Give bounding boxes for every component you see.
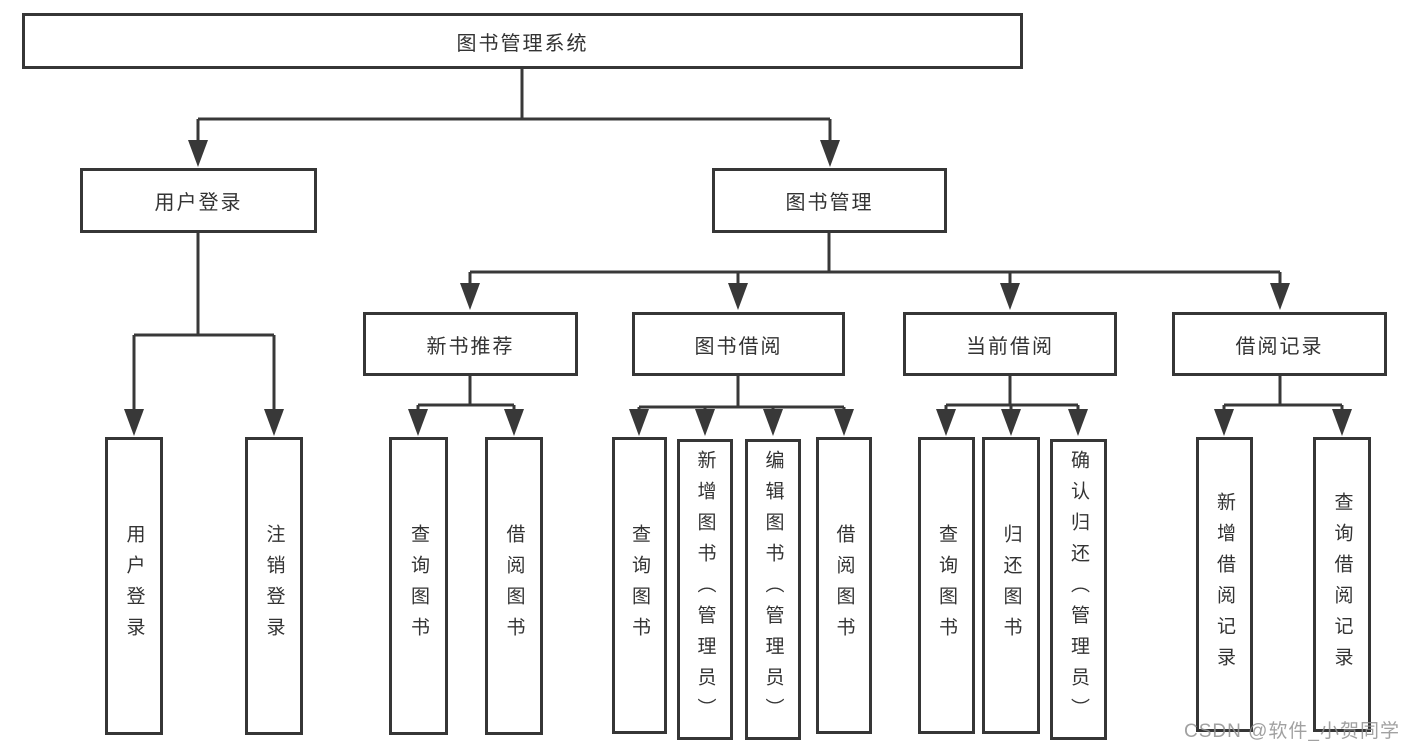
leaf-query-books-1: 查询图书 — [389, 437, 448, 735]
leaf-return-book-label: 归还图书 — [1000, 523, 1022, 648]
connector-borrow-records-children — [1214, 376, 1352, 436]
connector-new-book-recommend-children — [408, 376, 524, 436]
node-current-borrow-label: 当前借阅 — [966, 335, 1054, 358]
leaf-user-login: 用户登录 — [105, 437, 163, 735]
leaf-query-books-3: 查询图书 — [918, 437, 975, 734]
leaf-add-borrow-record-label: 新增借阅记录 — [1214, 491, 1235, 678]
leaf-query-books-2-label: 查询图书 — [629, 523, 650, 648]
leaf-query-books-2: 查询图书 — [612, 437, 667, 734]
leaf-logout-label: 注销登录 — [263, 524, 285, 648]
node-new-book-recommend-label: 新书推荐 — [426, 335, 515, 358]
leaf-borrow-books-1-label: 借阅图书 — [503, 524, 525, 648]
leaf-borrow-books-1: 借阅图书 — [485, 437, 543, 735]
leaf-query-books-1-label: 查询图书 — [408, 524, 429, 648]
arrowhead-current-borrow — [1000, 283, 1020, 310]
node-root: 图书管理系统 — [22, 13, 1023, 69]
arrowhead-edit-book — [763, 409, 783, 436]
connector-user-login-children — [124, 233, 284, 436]
arrowhead-book-borrow — [728, 283, 748, 310]
node-borrow-records-label: 借阅记录 — [1235, 335, 1324, 358]
connector-book-management-children — [460, 233, 1290, 310]
connector-current-borrow-children — [936, 376, 1088, 436]
leaf-confirm-return-admin-label: 确认归还（管理员） — [1068, 450, 1089, 729]
csdn-watermark: CSDN @软件_小贺同学 — [1184, 721, 1400, 742]
node-user-login: 用户登录 — [80, 168, 317, 233]
node-book-management: 图书管理 — [712, 168, 947, 233]
arrowhead-new-book-recommend — [460, 283, 480, 310]
arrowhead-add-borrow-record — [1214, 409, 1234, 436]
leaf-query-borrow-record-label: 查询借阅记录 — [1331, 491, 1353, 678]
node-borrow-records: 借阅记录 — [1172, 312, 1387, 376]
leaf-add-book-admin: 新增图书（管理员） — [677, 439, 733, 740]
leaf-borrow-books-2: 借阅图书 — [816, 437, 872, 734]
arrowhead-leaf-logout — [264, 409, 284, 436]
arrowhead-confirm-return — [1068, 409, 1088, 436]
leaf-edit-book-admin: 编辑图书（管理员） — [745, 439, 801, 740]
arrowhead-add-book — [695, 409, 715, 436]
connector-root-to-level2 — [188, 68, 840, 167]
leaf-borrow-books-2-label: 借阅图书 — [833, 523, 855, 648]
connector-book-borrow-children — [629, 376, 854, 436]
arrowhead-query-books-1 — [408, 409, 428, 436]
leaf-return-book: 归还图书 — [982, 437, 1040, 734]
leaf-add-borrow-record: 新增借阅记录 — [1196, 437, 1253, 732]
node-root-label: 图书管理系统 — [456, 32, 589, 55]
node-new-book-recommend: 新书推荐 — [363, 312, 578, 376]
arrowhead-borrow-books-2 — [834, 409, 854, 436]
leaf-logout: 注销登录 — [245, 437, 303, 735]
node-book-borrow-label: 图书借阅 — [694, 335, 783, 358]
node-current-borrow: 当前借阅 — [903, 312, 1117, 376]
leaf-confirm-return-admin: 确认归还（管理员） — [1050, 439, 1107, 740]
node-book-management-label: 图书管理 — [785, 192, 874, 214]
leaf-add-book-admin-label: 新增图书（管理员） — [694, 450, 716, 729]
arrowhead-leaf-user-login — [124, 409, 144, 436]
leaf-edit-book-admin-label: 编辑图书（管理员） — [762, 450, 784, 729]
arrowhead-borrow-records — [1270, 283, 1290, 310]
arrowhead-book-management — [820, 140, 840, 167]
arrowhead-borrow-books-1 — [504, 409, 524, 436]
node-book-borrow: 图书借阅 — [632, 312, 845, 376]
leaf-query-books-3-label: 查询图书 — [936, 523, 957, 648]
leaf-query-borrow-record: 查询借阅记录 — [1313, 437, 1371, 732]
arrowhead-user-login — [188, 140, 208, 167]
arrowhead-return-book — [1001, 409, 1021, 436]
node-user-login-label: 用户登录 — [154, 192, 243, 214]
arrowhead-query-books-3 — [936, 409, 956, 436]
arrowhead-query-borrow-record — [1332, 409, 1352, 436]
leaf-user-login-label: 用户登录 — [123, 524, 145, 648]
arrowhead-query-books-2 — [629, 409, 649, 436]
